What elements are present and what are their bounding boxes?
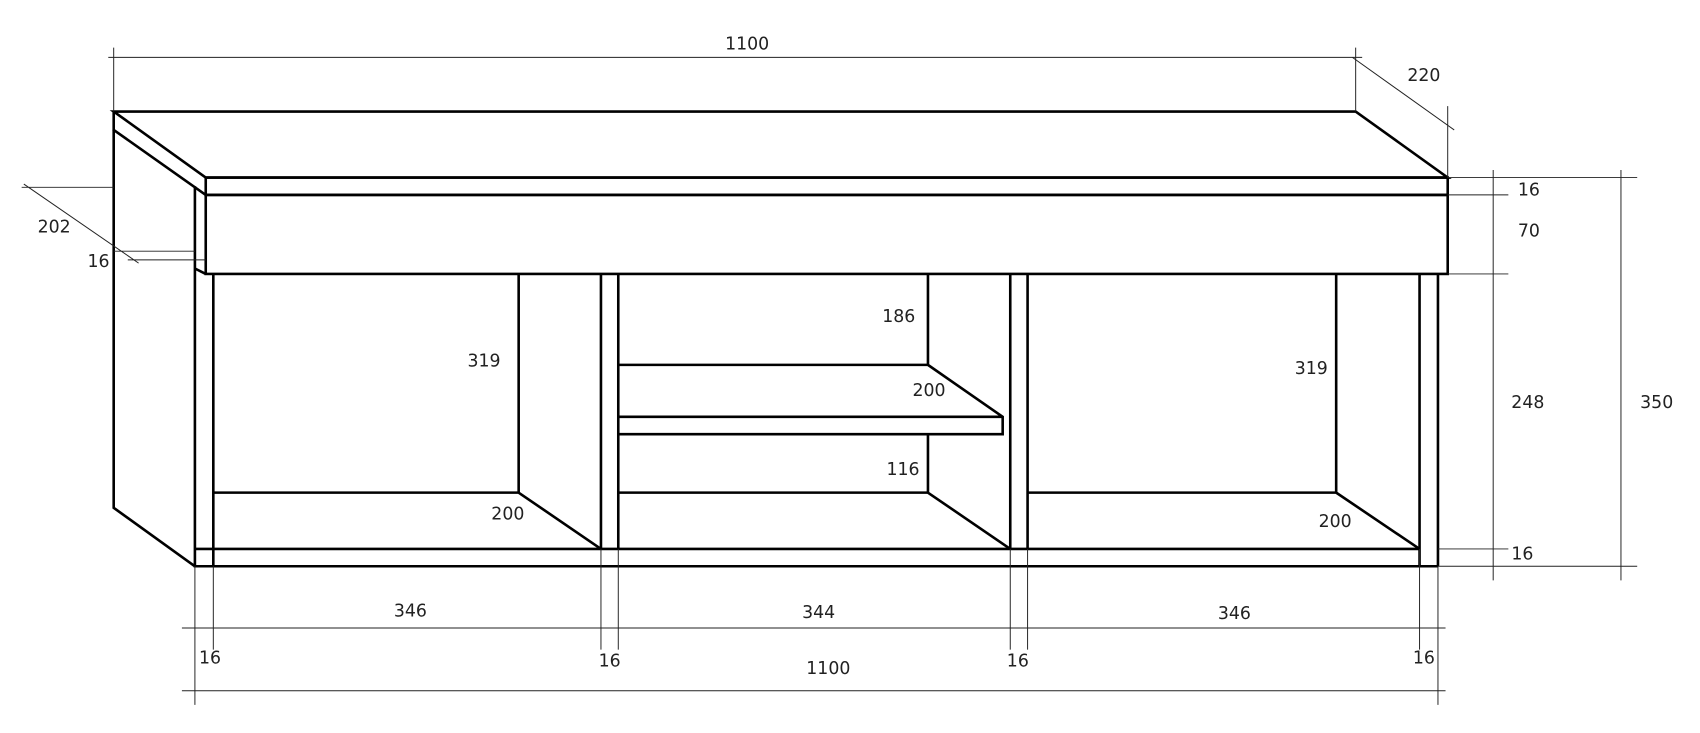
label-panel-thickness: 16 [199,648,221,668]
divider-right [1008,273,1029,549]
dim-left-side [21,183,206,264]
label-left-height: 319 [467,352,500,372]
top-board-edge [204,176,1450,197]
label-middle-upper-height: 186 [882,307,915,327]
label-panel-thickness: 16 [1413,648,1435,668]
dim-overall-width-top [108,47,1363,112]
label-panel-thickness: 16 [1007,652,1029,672]
label-apron-height: 70 [1518,222,1540,242]
label-top-thickness: 16 [1518,181,1540,201]
dimension-lines [21,47,1638,705]
right-compartment-back [1027,273,1421,551]
label-compartment-right: 346 [1218,604,1251,624]
middle-shelf [618,273,1004,436]
dim-bottom [181,627,1446,692]
left-side-panel [112,129,215,568]
top-board-surface [109,110,1452,179]
label-left-depth: 200 [491,504,524,524]
label-compartment-left: 346 [394,602,427,622]
label-side-depth: 202 [38,217,71,237]
bottom-board [194,547,1438,568]
dimension-labels: 1100 220 16 70 248 16 350 202 16 346 344… [38,34,1674,679]
dim-right-verticals [1492,169,1622,581]
divider-left [599,273,620,549]
shelf-body [109,110,1452,568]
left-compartment-back [213,273,602,551]
label-depth: 220 [1407,66,1440,86]
label-middle-shelf-depth: 200 [913,381,946,401]
label-right-height: 319 [1295,359,1328,379]
label-overall-width: 1100 [725,34,769,54]
top-board-side [112,111,207,196]
label-middle-lower-height: 116 [887,460,920,480]
label-right-depth: 200 [1319,512,1352,532]
label-panel-thickness: 16 [599,652,621,672]
label-bottom-thickness: 16 [1511,544,1533,564]
dim-bottom-ext [194,548,1439,705]
label-opening-height: 248 [1511,393,1544,413]
right-side-panel [1418,273,1440,567]
dim-right-ext [1437,177,1638,567]
label-inset: 16 [88,252,110,272]
label-bottom-width: 1100 [806,659,850,679]
apron-panel [204,193,1450,276]
label-overall-height: 350 [1640,393,1673,413]
dim-depth [1352,56,1455,178]
middle-compartment-back [618,434,1011,551]
label-compartment-middle: 344 [802,603,835,623]
